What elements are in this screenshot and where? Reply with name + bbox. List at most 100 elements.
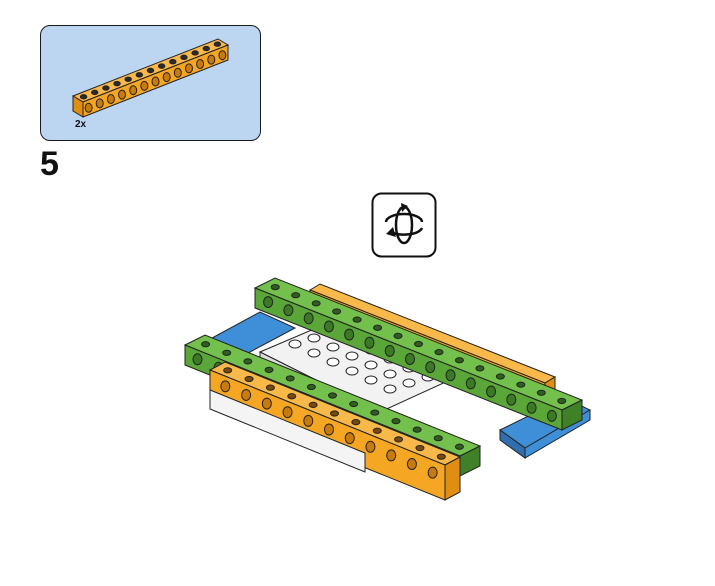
stud (146, 67, 155, 74)
assembled-model (183, 277, 592, 501)
rotate-model-icon (371, 192, 437, 258)
beam-stud (373, 324, 383, 331)
beam-hole (303, 312, 314, 325)
beam-hole (364, 336, 375, 349)
beam-hole (151, 76, 160, 87)
beam-stud (328, 392, 337, 399)
beam-hole (218, 50, 227, 61)
stud (102, 85, 110, 91)
beam-stud (306, 383, 316, 391)
beam-stud (265, 384, 275, 391)
beam-hole (184, 63, 193, 74)
beam-stud (475, 365, 485, 372)
beam-hole (129, 85, 138, 96)
beam-hole (261, 397, 272, 410)
beam-hole (241, 388, 252, 401)
plate-stud (402, 378, 416, 388)
beam-stud (351, 419, 361, 426)
stud (180, 54, 188, 61)
beam-stud (536, 389, 546, 396)
beam-stud (311, 300, 321, 307)
beam-hole (162, 72, 171, 83)
beam-hole (207, 54, 216, 65)
beam-stud (370, 409, 380, 416)
beam-stud (287, 393, 297, 400)
plate-stud (345, 351, 359, 361)
beam-hole (506, 393, 517, 406)
beam-hole (173, 67, 182, 78)
beam-stud (434, 349, 444, 356)
parts-callout: 2x (40, 25, 261, 141)
plate-stud (326, 342, 340, 352)
beam-hole (386, 449, 397, 462)
beam-hole (84, 102, 93, 113)
beam-stud (433, 435, 443, 442)
beam-stud (372, 427, 382, 434)
stud (213, 41, 222, 47)
beam-hole (445, 369, 456, 382)
beam-stud (201, 341, 211, 348)
plate-stud (326, 357, 340, 367)
beam-stud (414, 340, 423, 348)
beam-hole (384, 344, 395, 357)
stud (135, 72, 144, 78)
beam-stud (349, 400, 359, 408)
beam-stud (415, 444, 425, 452)
beam-hole (324, 423, 334, 436)
beam-hole (118, 89, 127, 100)
stud (113, 80, 121, 87)
beam-hole (406, 458, 417, 471)
beam-hole (192, 353, 203, 366)
step-number: 5 (40, 145, 59, 183)
plate-stud (383, 384, 397, 394)
beam-stud (244, 375, 254, 383)
beam-hole (220, 380, 231, 393)
plate-stud (288, 339, 302, 349)
orange-beam-icon (71, 38, 230, 118)
beam-stud (285, 375, 295, 382)
stud (124, 76, 132, 82)
beam-hole (106, 94, 115, 105)
beam-hole (344, 432, 355, 445)
beam-stud (454, 357, 464, 364)
beam-hole (425, 361, 436, 374)
beam-hole (344, 328, 355, 341)
plate-stud (307, 333, 321, 343)
beam-stud (394, 436, 404, 443)
beam-stud (391, 418, 401, 425)
beam-stud (352, 316, 362, 323)
stud (191, 50, 199, 56)
stud (202, 45, 210, 52)
beam-hole (196, 58, 205, 69)
beam-hole (283, 304, 294, 317)
beam-stud (393, 332, 403, 339)
beam-hole (282, 406, 293, 419)
beam-stud (332, 308, 342, 315)
beam-stud (330, 410, 339, 417)
beam-hole (263, 296, 274, 309)
plate-stud (345, 366, 359, 376)
beam-stud (223, 367, 233, 374)
beam-stud (557, 397, 567, 405)
plate-stud (383, 369, 397, 379)
beam-hole (323, 320, 334, 333)
beam-stud (291, 292, 301, 299)
beam-stud (454, 443, 464, 450)
stud (79, 94, 88, 100)
beam-hole (95, 98, 104, 109)
beam-hole (546, 409, 557, 422)
beam-stud (495, 373, 505, 380)
stud (169, 59, 177, 65)
beam-stud (243, 358, 253, 365)
beam-hole (486, 385, 497, 398)
plate-stud (364, 375, 378, 385)
beam-stud (270, 283, 280, 291)
plate-stud (307, 348, 321, 358)
beam-hole (526, 401, 537, 414)
beam-stud (412, 426, 422, 433)
beam-stud (308, 401, 318, 408)
beam-stud (222, 349, 232, 356)
plate-stud (364, 360, 378, 370)
beam-hole (405, 353, 415, 365)
beam-hole (465, 377, 476, 390)
